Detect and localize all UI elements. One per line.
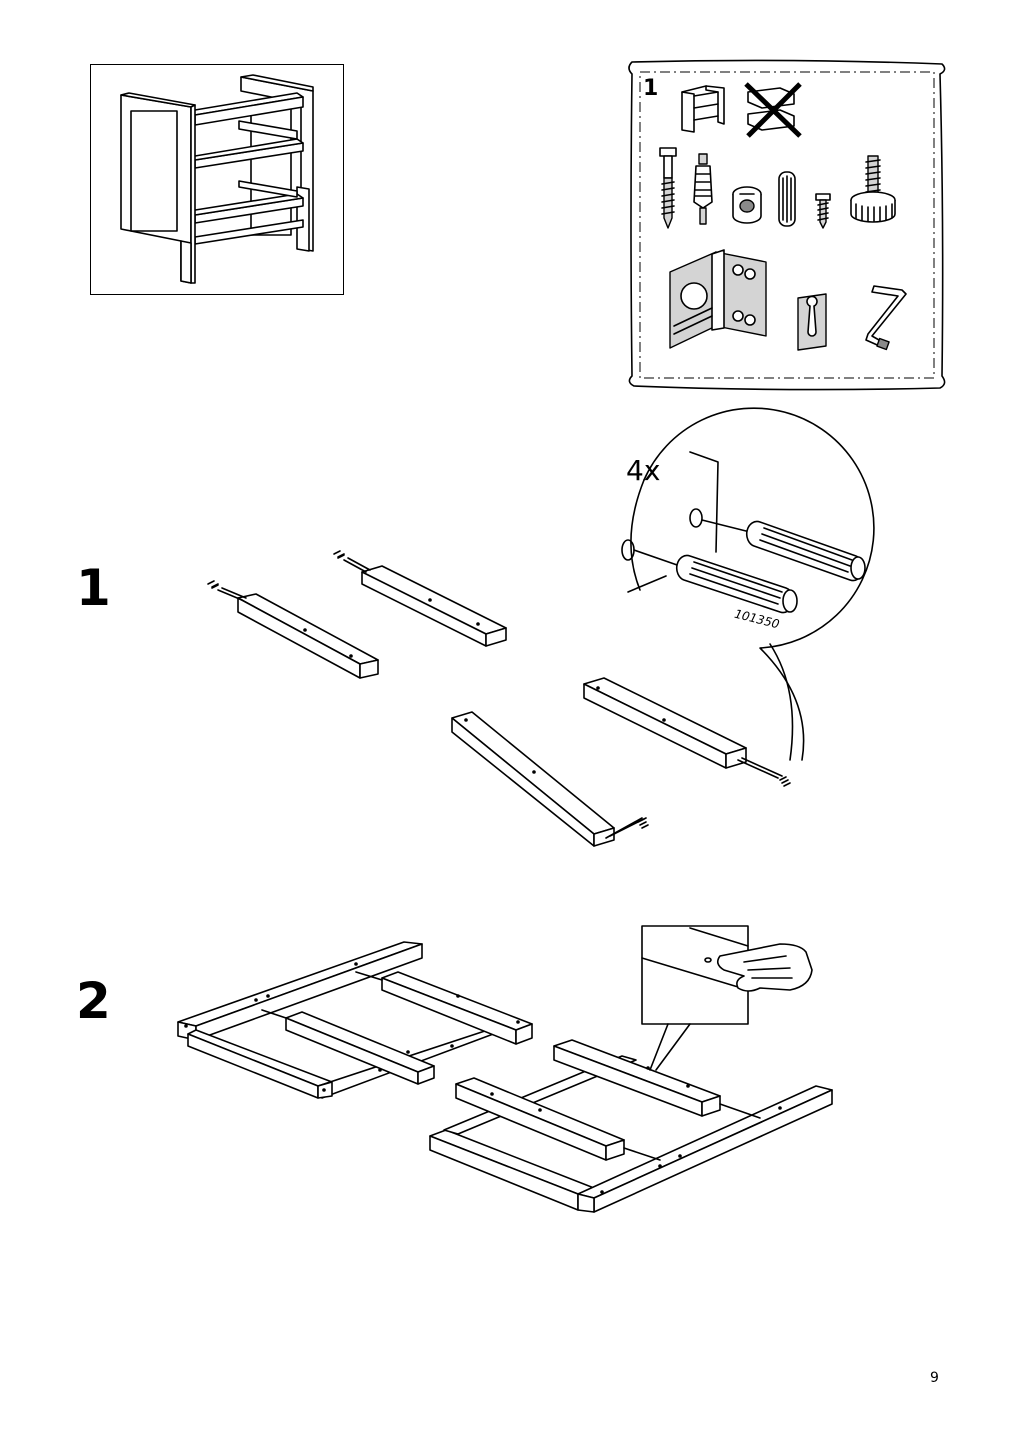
product-overview-box [90,64,344,295]
cabinet-frame-illustration [120,74,314,284]
press-finger-icon [716,943,813,992]
hardware-panel-number: 1 [643,76,659,101]
screw-icon [659,147,677,229]
right-frame [429,1039,833,1213]
corner-bracket-icon [669,249,767,349]
hardware-box-frame [628,59,946,391]
cam-lock-icon [732,186,762,224]
cross-out-icon [744,82,802,138]
wooden-dowel-detail [675,520,866,614]
dowel-quantity: 4x [626,454,661,487]
hardware-box: 1 [626,58,948,392]
rail-a [207,580,379,679]
page-number: 9 [930,1370,939,1386]
rail-b [333,550,507,647]
step-1-illustration [207,407,875,847]
small-screw-icon [815,193,831,229]
step-1-number: 1 [76,559,111,617]
wooden-dowel-icon [778,171,796,227]
mini-frame-icon [681,85,725,133]
wall-hanger-icon [797,293,827,351]
left-frame [177,941,533,1099]
rail-d [583,677,791,787]
dowel-detail-callout [621,407,875,761]
adjustable-foot-icon [850,155,896,223]
dowel-connector-icon [693,153,713,225]
rail-c [451,711,649,847]
press-detail-callout [641,925,749,1071]
allen-key-icon [865,285,907,351]
step-2-number: 2 [76,972,111,1030]
